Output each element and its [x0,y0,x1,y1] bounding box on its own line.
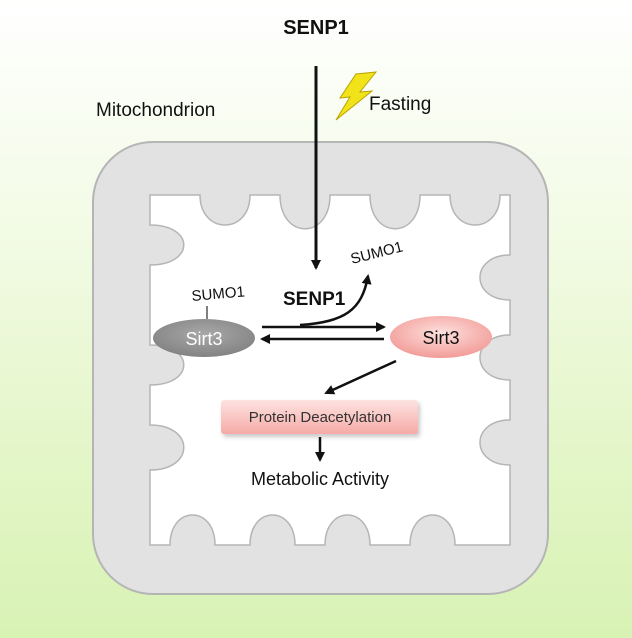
protein-deacetylation-box [221,400,418,434]
lightning-icon [335,71,378,121]
mitochondrion-inner-space [149,194,511,546]
protein-deacetylation-label: Protein Deacetylation [249,409,392,426]
sirt3-sumoylated-label: Sirt3 [185,329,222,349]
sirt3-active-node [390,316,492,358]
sirt3-active-label: Sirt3 [422,328,459,348]
mitochondrion-label: Mitochondrion [96,100,215,121]
fasting-label: Fasting [369,94,431,115]
sirt3-to-deacetylation-arrow [324,359,397,395]
senp1-inner-label: SENP1 [283,289,346,310]
sumo1-release-arrow [299,274,372,327]
metabolic-activity-label: Metabolic Activity [251,469,389,489]
sumo1-attached-label: SUMO1 [191,283,246,305]
sirt3-sumoylated-node [153,319,255,357]
senp1-top-label: SENP1 [283,17,349,39]
